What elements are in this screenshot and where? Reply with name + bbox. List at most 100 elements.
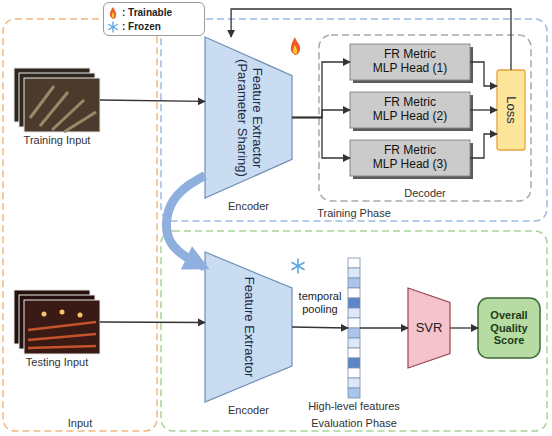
dashed-outline [319, 35, 531, 201]
node-outline [14, 68, 100, 132]
stage-light [60, 310, 65, 315]
frame-detail [28, 346, 96, 348]
flame-inner [112, 12, 115, 18]
testing-input-image: Testing Input [14, 290, 100, 354]
vector-cell [348, 318, 360, 328]
trapezoid-shape [205, 252, 292, 402]
snowflake-arm [292, 263, 304, 270]
mlp-head-box: FR Metric MLP Head (3) [350, 140, 470, 176]
node-label: FR Metric MLP Head (3) [350, 140, 470, 176]
input-region: Training InputTesting InputInput [2, 18, 158, 432]
box-shape [478, 298, 540, 358]
node-caption: Decoder [318, 187, 532, 199]
legend-text: : Frozen [122, 21, 161, 32]
node-caption: Training Input [24, 134, 91, 146]
legend-box: : Trainable : Frozen [103, 2, 205, 36]
trapezoid-shape [408, 288, 450, 368]
mlp-head-box: FR Metric MLP Head (2) [350, 92, 470, 128]
node-caption: Training Phase [160, 207, 548, 219]
decoder-region: FR Metric MLP Head (1) FR Metric MLP Head… [318, 34, 532, 202]
flame-outer [110, 7, 116, 19]
snowflake-arm [292, 263, 304, 270]
vector-cell [348, 268, 360, 278]
box-shape [350, 140, 470, 176]
stage-light [78, 313, 83, 318]
snowflake-arm [109, 25, 118, 30]
loss-box: Loss [497, 70, 525, 150]
node-label: Loss [504, 70, 519, 150]
box-shape [350, 92, 470, 128]
box-shape [497, 70, 525, 150]
encoder-trapezoid: Feature Extractor (Parameter Sharing)Enc… [205, 37, 292, 198]
training-input-image: Training Input [14, 68, 100, 132]
legend-fire-icon [110, 7, 116, 19]
trapezoid-shape [205, 37, 292, 198]
flame-outer [291, 37, 300, 55]
frame-detail [28, 334, 96, 340]
flow-arrow [450, 327, 478, 328]
snowflake-arm [109, 25, 118, 30]
node-caption: Evaluation Phase [160, 417, 548, 429]
dashed-outline [161, 231, 547, 431]
vector-cell [348, 388, 360, 398]
vector-cell [348, 258, 360, 268]
node-caption: Encoder [228, 200, 269, 212]
stage-light [42, 312, 47, 317]
node-caption: Input [2, 417, 158, 429]
edge-group [100, 9, 511, 328]
vector-cell [348, 308, 360, 318]
score-box: Overall Quality Score [478, 298, 540, 358]
mlp-head-box: FR Metric MLP Head (1) [350, 44, 470, 80]
vector-cell [348, 288, 360, 298]
svr-block: SVR [408, 288, 450, 368]
encoder-trapezoid: Feature ExtractorEncoder [205, 252, 292, 402]
legend-text: : Trainable [122, 7, 172, 18]
vector-cell [348, 348, 360, 358]
node-label: FR Metric MLP Head (2) [350, 92, 470, 128]
node-label: Feature Extractor (Parameter Sharing) [234, 49, 264, 187]
vector-cell [348, 378, 360, 388]
node-label: SVR [408, 288, 450, 368]
vector-cell [348, 338, 360, 348]
flow-arrow [100, 100, 205, 101]
frame-detail [64, 112, 96, 132]
frame-detail [52, 100, 84, 130]
frame-background [24, 300, 100, 354]
flow-arrow [470, 134, 497, 158]
vector-cell [348, 328, 360, 338]
frozen-snowflake-icon [292, 259, 304, 273]
node-caption: Testing Input [26, 356, 88, 368]
video-frame [24, 78, 100, 132]
flow-arrow [470, 109, 497, 110]
node-outline [14, 290, 100, 354]
legend-snowflake-icon [109, 22, 118, 32]
flow-arrow [100, 321, 205, 323]
node-outline [348, 258, 360, 398]
feature-vector: High-level features [348, 258, 360, 398]
node-caption: High-level features [308, 400, 400, 412]
flow-arrow [292, 118, 350, 159]
vector-cell [348, 278, 360, 288]
flow-arrow [292, 327, 348, 328]
flow-arrow [292, 110, 350, 118]
transfer-arrow [166, 175, 205, 267]
video-frame [24, 300, 100, 354]
trainable-fire-icon [291, 37, 300, 55]
training-phase-region: Feature Extractor (Parameter Sharing) Enc… [160, 18, 548, 222]
flow-arrow [231, 9, 511, 70]
node-label: Overall Quality Score [478, 298, 540, 358]
flow-arrow [292, 62, 350, 118]
flame-inner [293, 45, 297, 54]
evaluation-phase-region: Feature ExtractorEncoderHigh-level featu… [160, 230, 548, 432]
box-shape [350, 44, 470, 80]
node-label: FR Metric MLP Head (1) [350, 44, 470, 80]
vector-cell [348, 368, 360, 378]
vector-cell [348, 358, 360, 368]
edge-label: temporal pooling [295, 290, 345, 315]
node-label: Feature Extractor [241, 267, 256, 387]
